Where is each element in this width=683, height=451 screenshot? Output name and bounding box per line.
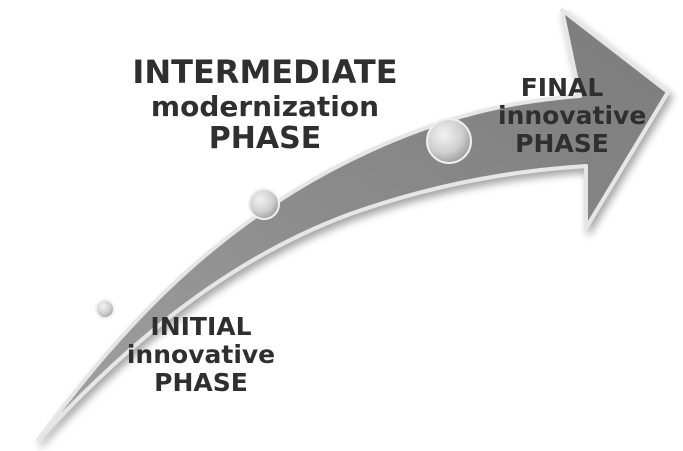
intermediate-phase-word: PHASE	[208, 121, 322, 157]
final-phase-word: PHASE	[515, 129, 609, 158]
curved-arrow	[36, 8, 670, 442]
intermediate-phase-subtitle: modernization	[150, 89, 380, 123]
final-phase-subtitle: innovative	[498, 101, 647, 130]
final-phase-label: FINAL innovative PHASE	[498, 73, 647, 158]
initial-phase-label: INITIAL innovative PHASE	[116, 313, 286, 397]
initial-phase-subtitle: innovative	[126, 340, 276, 369]
intermediate-phase-title: INTERMEDIATE	[132, 53, 398, 91]
initial-phase-title: INITIAL	[150, 312, 252, 341]
intermediate-phase-label: INTERMEDIATE modernization PHASE	[120, 53, 410, 157]
final-phase-title: FINAL	[520, 73, 604, 102]
initial-phase-marker	[95, 299, 115, 319]
intermediate-phase-marker	[248, 188, 280, 220]
initial-phase-word: PHASE	[154, 368, 248, 397]
final-phase-marker	[426, 118, 472, 164]
